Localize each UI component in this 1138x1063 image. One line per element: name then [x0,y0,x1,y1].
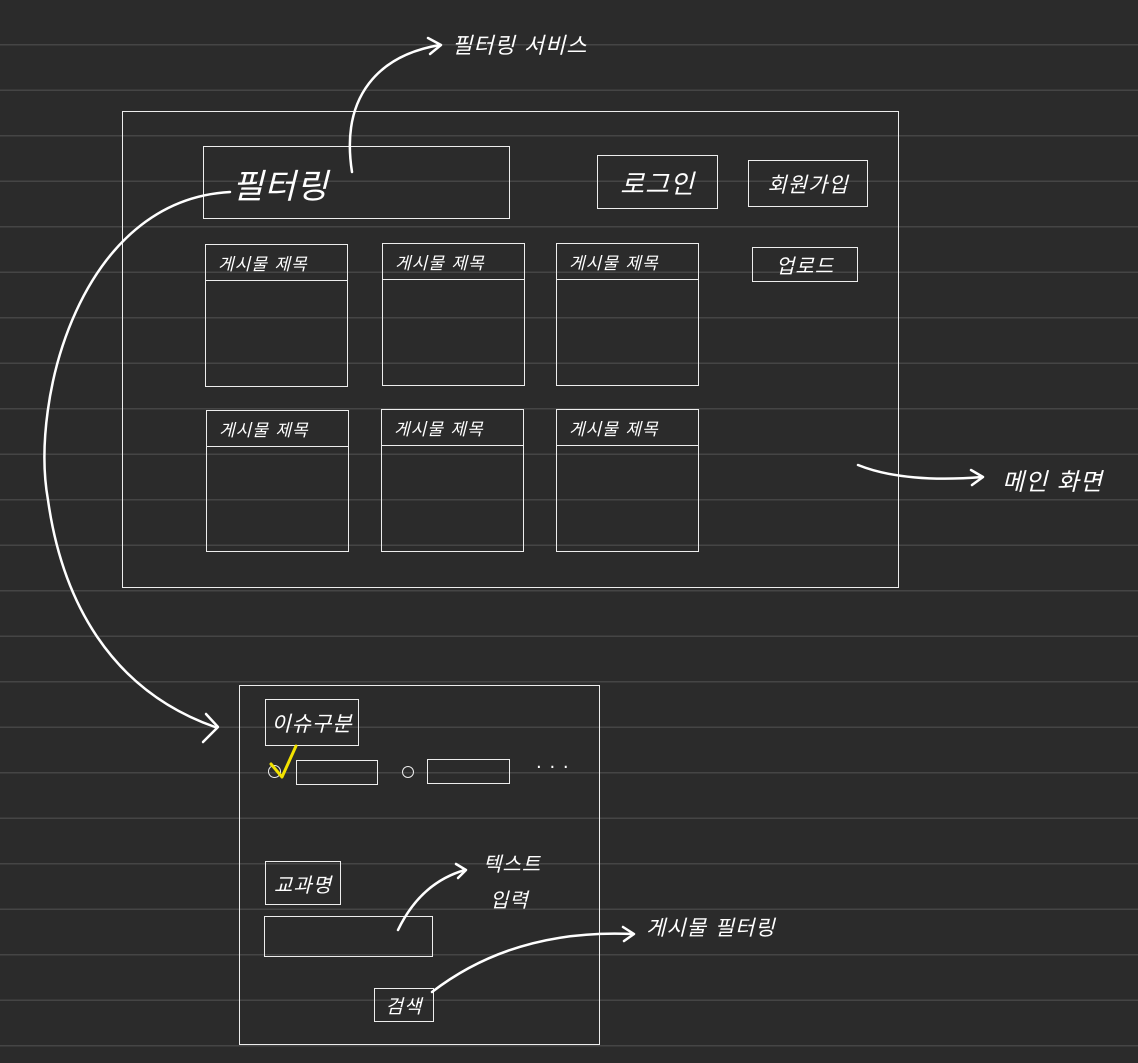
post-card-title: 게시물 제목 [382,410,523,446]
radio-option-2[interactable] [402,766,414,778]
signup-button[interactable]: 회원가입 [748,160,868,207]
post-card-title: 게시물 제목 [383,244,524,280]
upload-label: 업로드 [775,254,835,278]
post-card[interactable]: 게시물 제목 [206,410,349,552]
post-card[interactable]: 게시물 제목 [556,409,699,552]
issue-category-label: 이슈구분 [265,699,359,746]
annotation-text-input-line1: 텍스트 [483,852,542,876]
search-button[interactable]: 검색 [374,988,434,1022]
login-label: 로그인 [620,169,695,200]
filter-button[interactable]: 필터링 [203,146,510,219]
upload-button[interactable]: 업로드 [752,247,858,282]
annotation-post-filtering: 게시물 필터링 [646,916,776,940]
post-card-title: 게시물 제목 [557,410,698,446]
course-name-label: 교과명 [265,861,341,905]
radio-option-2-box[interactable] [427,759,510,784]
post-card-title: 게시물 제목 [207,411,348,447]
course-name-text: 교과명 [273,872,333,897]
filter-panel-frame [239,685,600,1045]
issue-category-text: 이슈구분 [271,711,353,736]
course-name-input[interactable] [264,916,433,957]
search-label: 검색 [385,995,423,1018]
annotation-main-screen: 메인 화면 [1002,468,1103,496]
signup-label: 회원가입 [767,172,849,197]
radio-option-1[interactable] [268,765,281,778]
post-card-title: 게시물 제목 [206,245,347,281]
annotation-filter-service: 필터링 서비스 [452,34,588,59]
more-options-ellipsis: . . . [536,752,570,773]
filter-label: 필터링 [232,167,329,207]
radio-option-1-box[interactable] [296,760,378,785]
annotation-text-input-line2: 입력 [490,888,529,912]
post-card[interactable]: 게시물 제목 [205,244,348,387]
post-card[interactable]: 게시물 제목 [381,409,524,552]
login-button[interactable]: 로그인 [597,155,718,209]
post-card[interactable]: 게시물 제목 [382,243,525,386]
post-card[interactable]: 게시물 제목 [556,243,699,386]
post-card-title: 게시물 제목 [557,244,698,280]
